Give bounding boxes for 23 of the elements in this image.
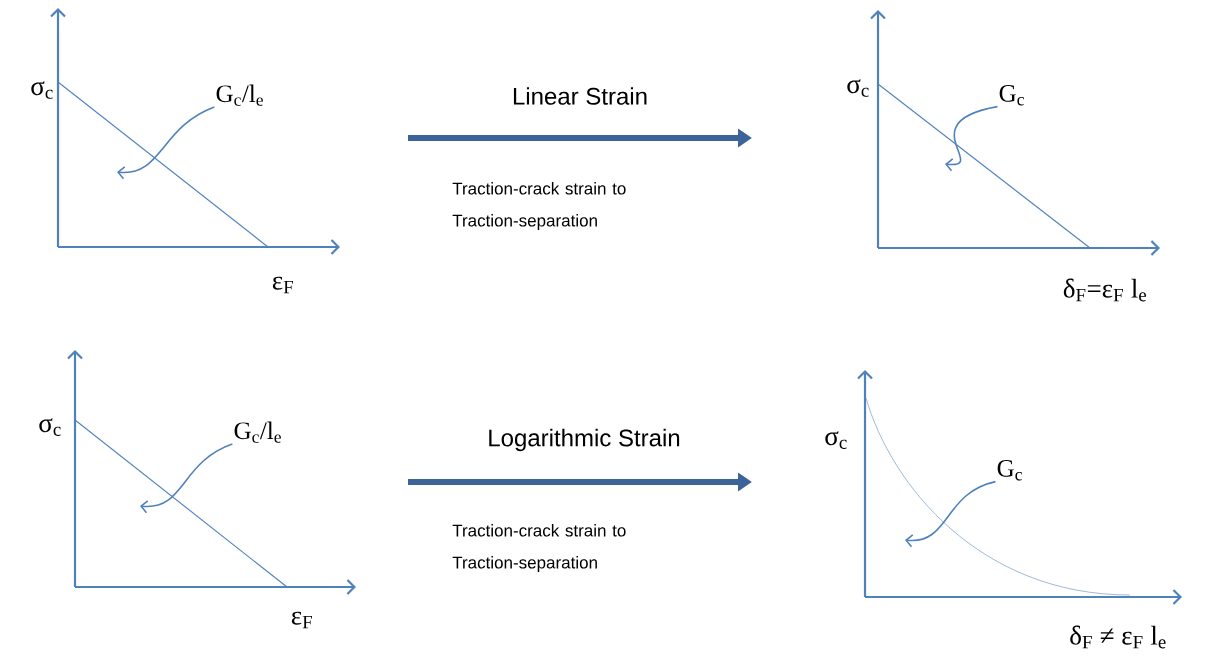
- plot-drawing: [870, 10, 1160, 256]
- axis-label: σ$_{c}$: [825, 431, 847, 449]
- axis-label: δ$_{F}$=ε$_{F}$ l$_{e}$: [1063, 278, 1147, 302]
- note-text: Traction-crack strain to Traction-separation: [452, 182, 626, 230]
- curve-label: G$_{c}$/l$_{e}$: [216, 84, 263, 106]
- leader-arrow: [117, 106, 216, 180]
- axis-label: σ$_{c}$: [31, 81, 53, 99]
- arrow-label: Logarithmic Strain: [489, 428, 680, 452]
- curve-label: G$_{c}$: [997, 460, 1022, 481]
- plot-drawing: [67, 350, 356, 595]
- leader-arrow: [905, 480, 997, 548]
- axis-label: δ$_{F}$ ≠ ε$_{F}$ l$_{e}$: [1070, 625, 1166, 649]
- axis-label: ε$_{F}$: [291, 611, 312, 629]
- axis-label: ε$_{F}$: [272, 276, 293, 294]
- leader-arrow: [945, 105, 999, 172]
- plot-drawing: [857, 370, 1182, 605]
- curve-label: G$_{c}$/l$_{e}$: [234, 421, 281, 443]
- axis-label: σ$_{c}$: [39, 418, 61, 436]
- arrow-label: Linear Strain: [513, 87, 647, 105]
- curve-label: G$_{c}$: [999, 85, 1024, 106]
- leader-arrow: [140, 443, 234, 514]
- axis-label: σ$_{c}$: [847, 79, 869, 97]
- note-text: Traction-crack strain to Traction-separation: [452, 524, 626, 572]
